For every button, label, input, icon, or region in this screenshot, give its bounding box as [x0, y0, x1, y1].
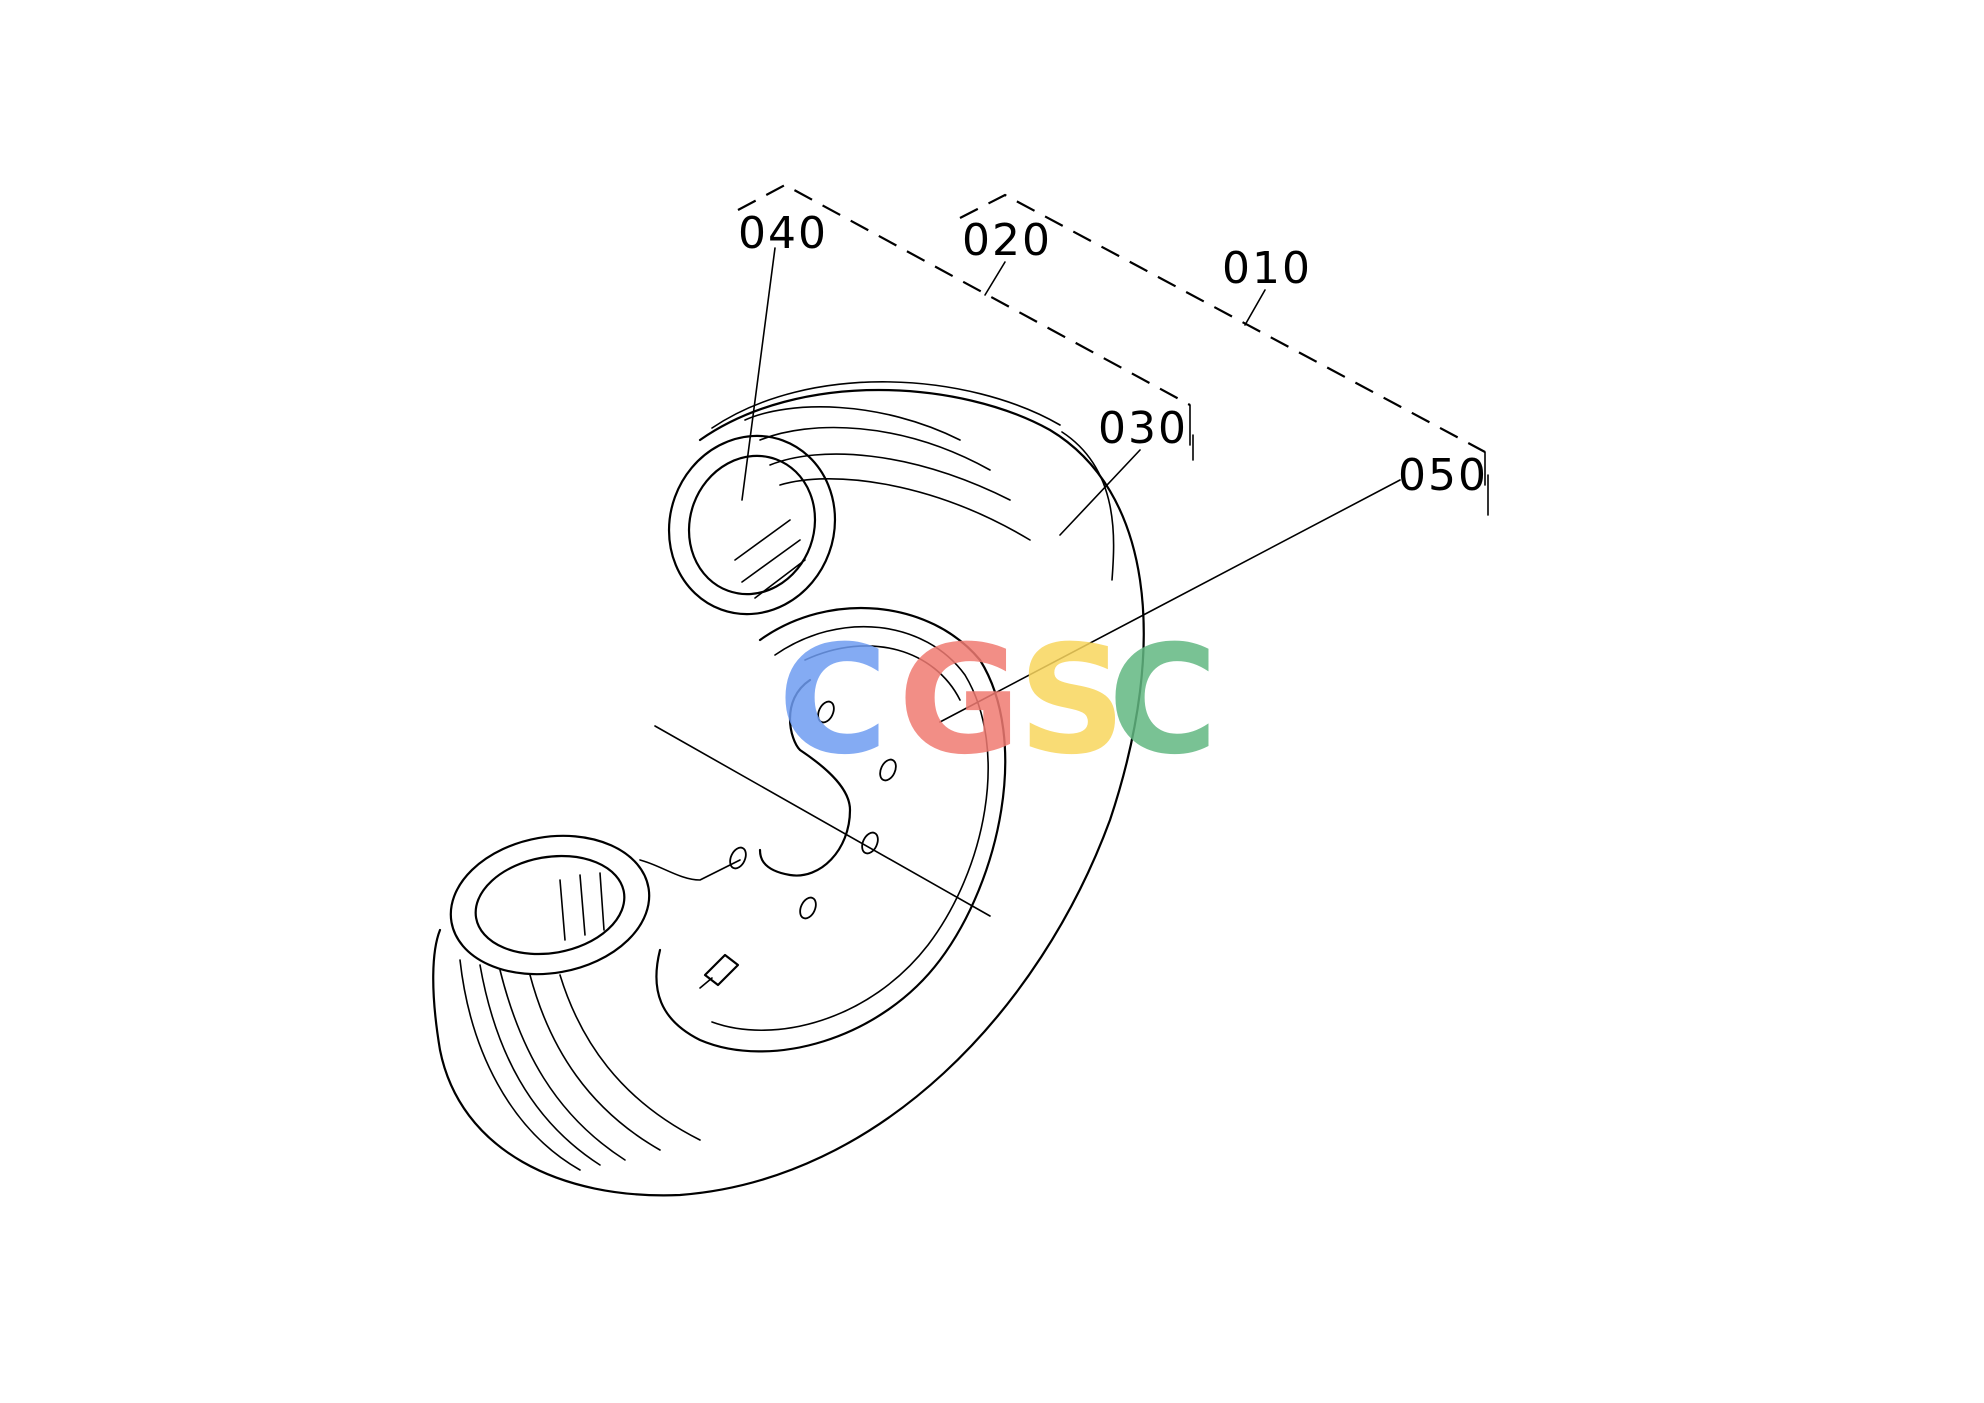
tire-outer-contour — [432, 388, 1145, 1197]
bolt-hole — [861, 831, 879, 855]
label-040: 040 — [738, 208, 828, 259]
lower-rim-section — [474, 854, 626, 956]
watermark-letter: C — [778, 614, 888, 788]
bracket-040-030 — [737, 183, 1191, 406]
watermark-letter: G — [898, 614, 1021, 788]
axle-centerline — [654, 725, 991, 917]
label-050: 050 — [1398, 450, 1488, 501]
watermark-logo: C G S C — [778, 614, 1218, 788]
hub-opening — [758, 678, 852, 877]
label-020: 020 — [962, 215, 1052, 266]
valve-stem — [699, 953, 740, 989]
wheel-assembly-drawing — [432, 381, 1145, 1197]
watermark-letter: C — [1108, 614, 1218, 788]
label-030: 030 — [1098, 403, 1188, 454]
bolt-hole — [879, 758, 897, 782]
wheel-disc — [655, 606, 1007, 1053]
part-labels: 040 020 010 030 050 — [738, 208, 1488, 501]
bolt-hole — [817, 700, 835, 724]
bracket-020-050 — [959, 193, 1486, 453]
label-010: 010 — [1222, 243, 1312, 294]
watermark-letter: S — [1018, 614, 1126, 788]
leader-lines — [737, 183, 1489, 723]
upper-rim-section — [687, 454, 817, 596]
bolt-hole — [729, 846, 747, 870]
bolt-hole — [799, 896, 817, 920]
